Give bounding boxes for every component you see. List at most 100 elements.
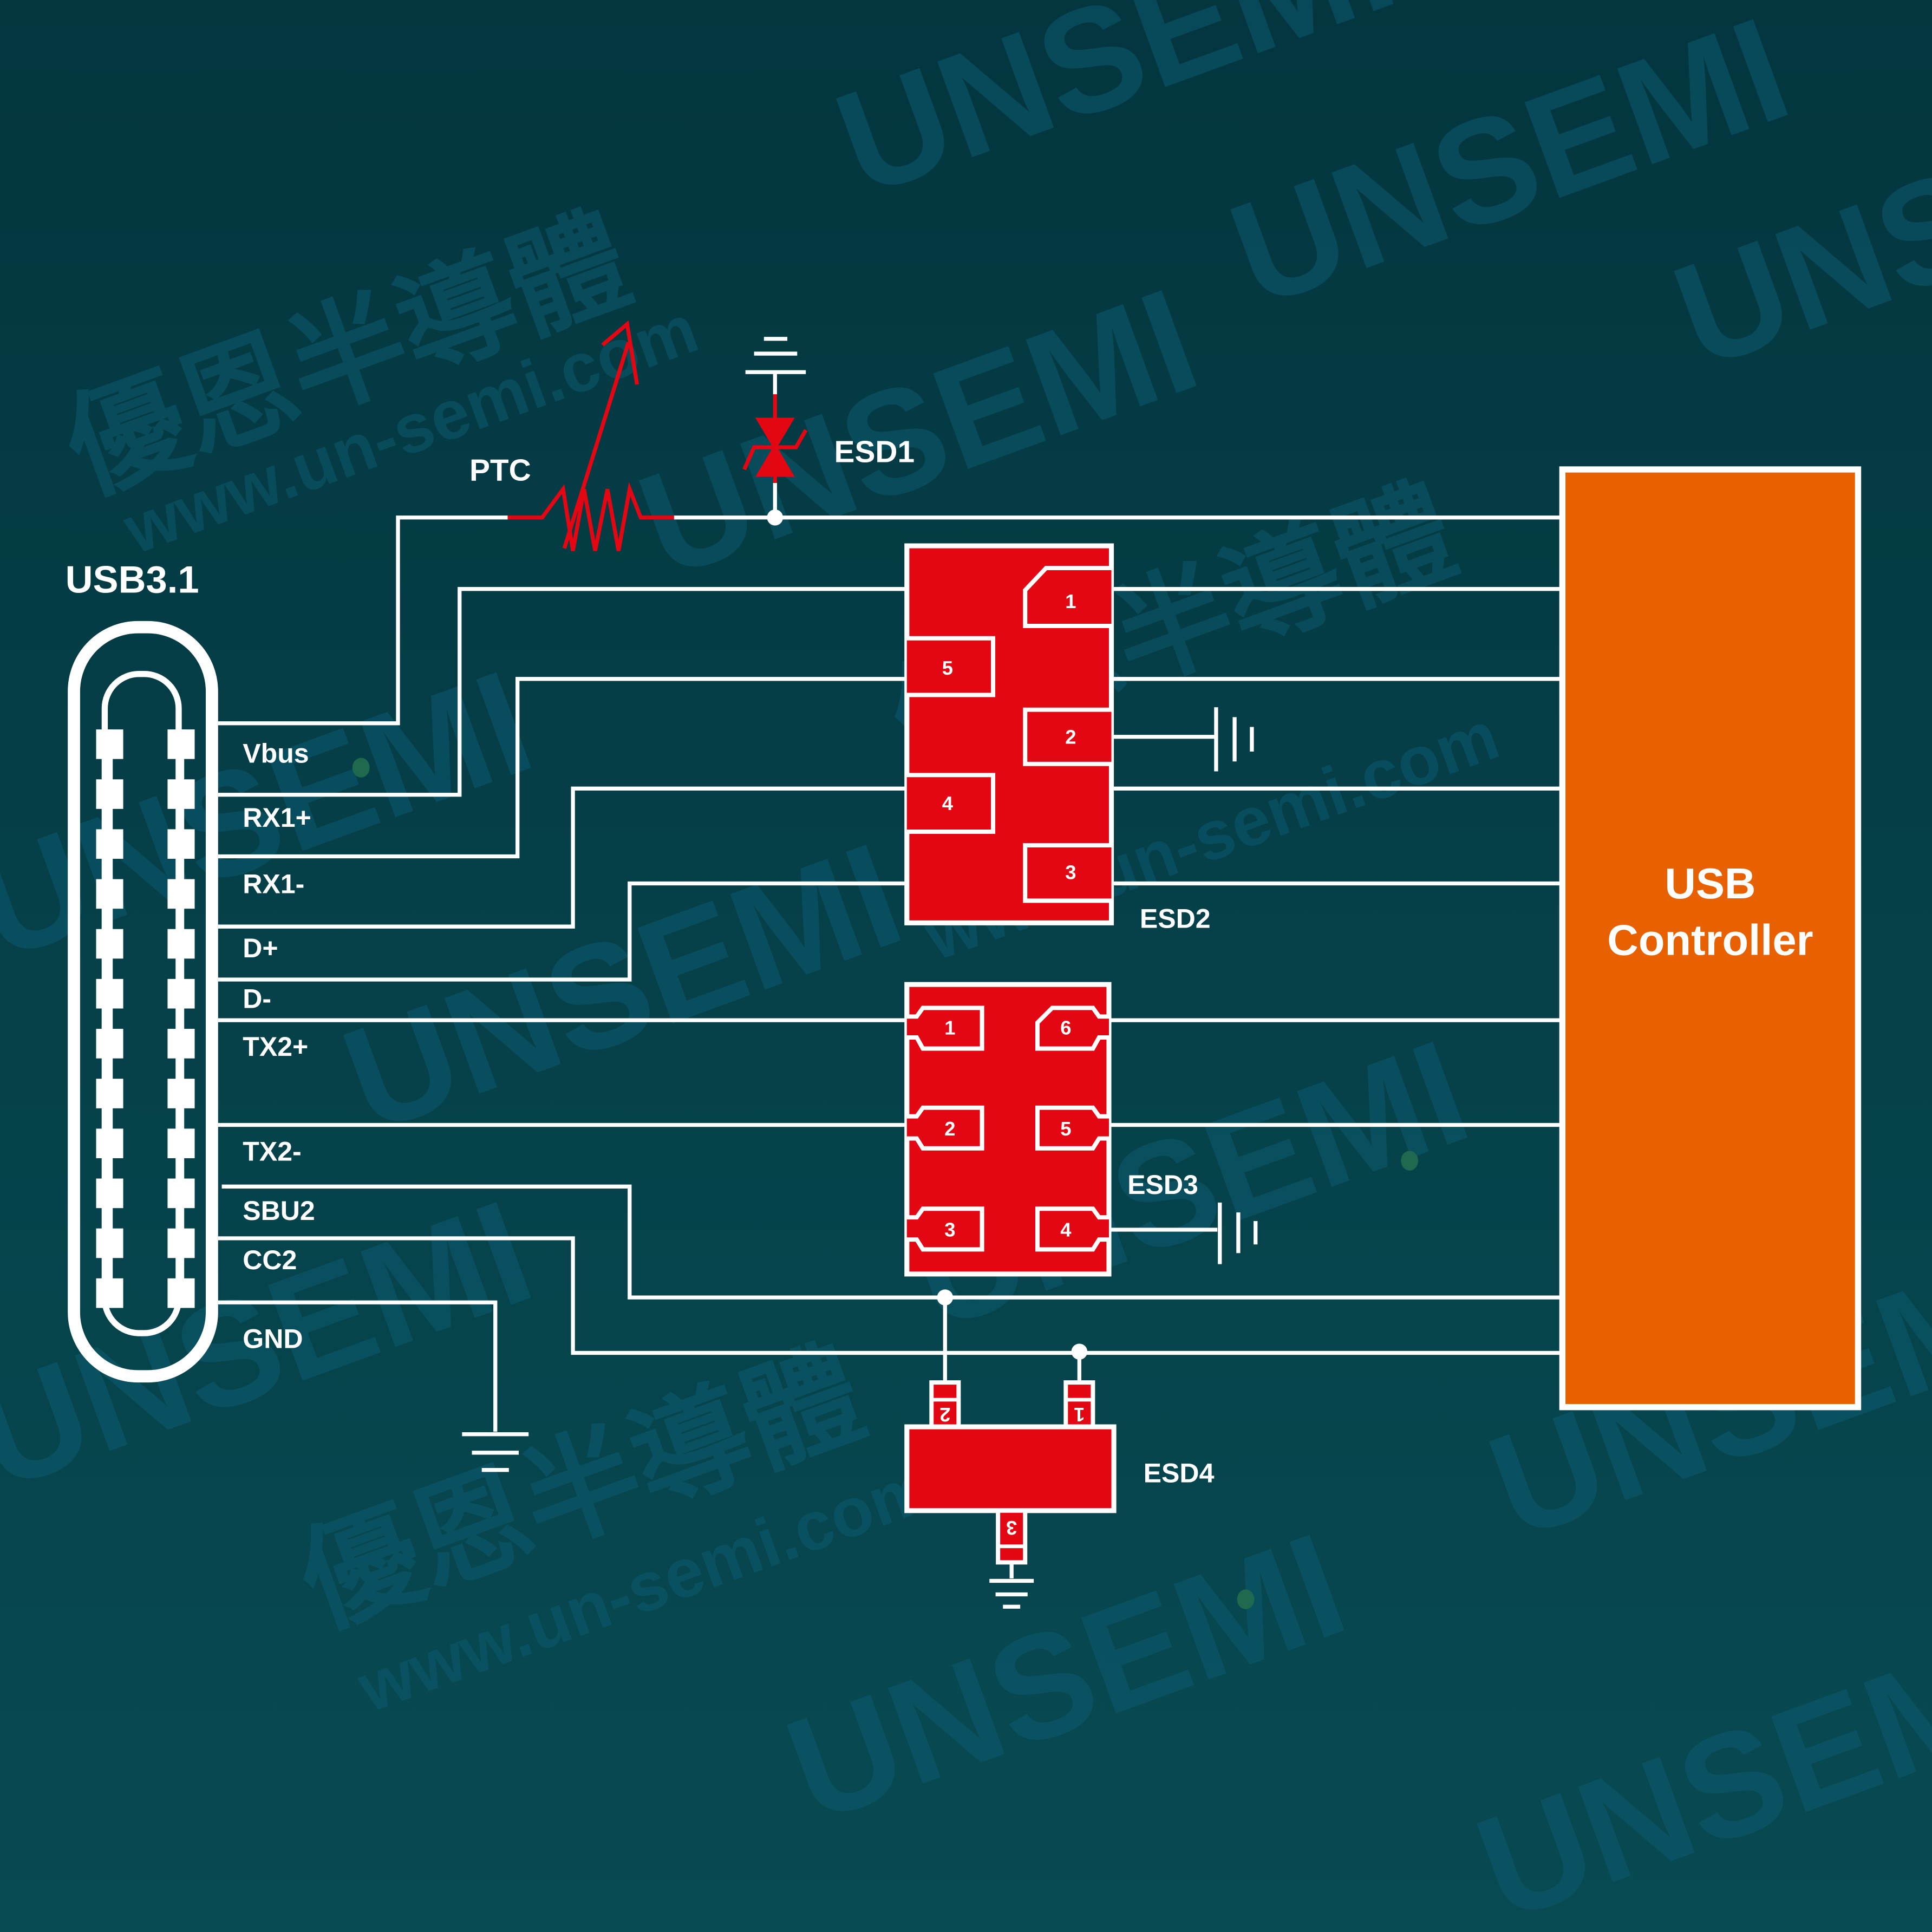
esd4-body [904,1424,1117,1513]
esd3-package: 1 6 2 5 3 4 ESD3 [904,982,1258,1277]
esd2-pin-3-label: 3 [1065,861,1076,884]
watermark-dot [1237,1589,1255,1609]
wire-sbu2 [221,1184,1563,1300]
esd3-pin-1-label: 1 [944,1016,955,1039]
ptc-resistor-icon [507,482,674,551]
connector-contact [167,1079,195,1108]
pin-label-tx2n: TX2- [243,1137,301,1167]
connector-contact [167,729,195,759]
connector-title: USB3.1 [66,558,199,601]
esd4-pin-3-label: 3 [1006,1517,1017,1539]
esd3-pin-6-label: 6 [1060,1016,1071,1039]
esd3-pin-1 [906,1006,984,1051]
connector-contact [96,1079,123,1108]
connector-contact [96,929,123,959]
esd4-pin-1 [1063,1380,1095,1432]
junction-dot [937,1289,954,1306]
esd2-pin-2 [1023,707,1112,766]
esd3-label: ESD3 [1127,1170,1198,1200]
esd2-pin-4-label: 4 [942,792,954,814]
connector-contact [167,829,195,859]
connector-contact [96,1029,123,1059]
connector-contact [96,829,123,859]
connector-outer-shell [68,621,218,1383]
connector-contact [167,978,195,1009]
connector-contact [167,779,195,809]
junction-dot [1071,1343,1088,1360]
esd1-label: ESD1 [834,435,915,469]
ptc-label: PTC [469,453,531,487]
usb-connector: USB3.1 Vbus RX1+ RX1- D+ D- TX2+ TX2- SB… [66,558,315,1383]
esd1-zener-bar [742,429,808,471]
esd2-pin-3 [1023,843,1112,903]
esd2-pin-1-label: 1 [1065,590,1076,612]
controller-body [1559,466,1862,1411]
esd4-pin-2-label: 2 [939,1404,950,1426]
pin-label-vbus: Vbus [243,739,309,769]
wire-rx1n [218,677,907,859]
esd2-label: ESD2 [1140,903,1211,934]
esd2-pin-5-label: 5 [942,657,953,679]
pin-label-gnd: GND [243,1323,303,1354]
esd2-pin-2-label: 2 [1065,726,1076,748]
pin-label-sbu2: SBU2 [243,1196,315,1226]
esd4-label: ESD4 [1144,1458,1215,1488]
wire-vbus [218,515,508,726]
watermark-dot [1401,1151,1419,1171]
connector-contact [167,1128,195,1158]
connector-contact [96,1228,123,1258]
wire-gnd [218,1300,498,1432]
connector-contact [167,1228,195,1258]
connector-contact [96,1178,123,1209]
connector-contact [96,978,123,1009]
esd1-diode-icon [755,417,795,451]
esd2-pin-1 [1023,566,1112,628]
esd4-package: 2 1 3 ESD4 [904,1289,1215,1609]
pin-label-dn: D- [243,983,271,1014]
pin-label-dp: D+ [243,933,278,963]
pin-label-rx1n: RX1- [243,869,304,899]
pin-label-tx2p: TX2+ [243,1032,308,1062]
esd4-pin-2 [929,1380,961,1432]
esd2-pin-5 [906,636,996,697]
esd3-pin-3 [906,1206,984,1252]
esd3-pin-2-label: 2 [944,1118,955,1140]
pin-label-rx1p: RX1+ [243,802,311,833]
wire-cc2 [218,1236,1563,1355]
connector-contact [96,879,123,909]
connector-contact [167,929,195,959]
esd3-pin-5-label: 5 [1060,1118,1071,1140]
ptc-arrow-icon [562,342,630,549]
wire-rx1p [218,587,907,797]
esd3-pin-2 [906,1105,984,1151]
wires [218,515,1563,1472]
wire-dn [218,881,907,982]
esd3-pin-5 [1035,1105,1109,1151]
controller-label-line2: Controller [1607,916,1813,964]
connector-contact [96,729,123,759]
esd3-pin-6 [1035,1006,1109,1051]
connector-contact [167,1029,195,1059]
pin-label-cc2: CC2 [243,1245,297,1275]
esd2-package: 1 5 2 4 3 ESD2 [904,543,1254,934]
wire-dp [218,786,907,929]
connector-contact [96,1278,123,1308]
esd4-pin-1-label: 1 [1074,1404,1085,1426]
esd1-tvs-diode: ESD1 [742,337,915,526]
connector-contact [96,779,123,809]
connector-contacts [96,729,195,1308]
esd3-pin-4-label: 4 [1060,1218,1072,1241]
watermark-dot [352,758,370,778]
connector-contact [96,1128,123,1158]
usb-controller: USB Controller [1559,466,1862,1411]
controller-label-line1: USB [1665,859,1755,908]
connector-contact [167,879,195,909]
ptc-thermistor: PTC [469,320,674,551]
ptc-arrowhead-icon [601,320,639,385]
esd3-pin-4 [1035,1206,1109,1252]
connector-contact [167,1178,195,1209]
esd2-pin-4 [906,773,996,834]
esd1-diode-icon [755,443,795,477]
